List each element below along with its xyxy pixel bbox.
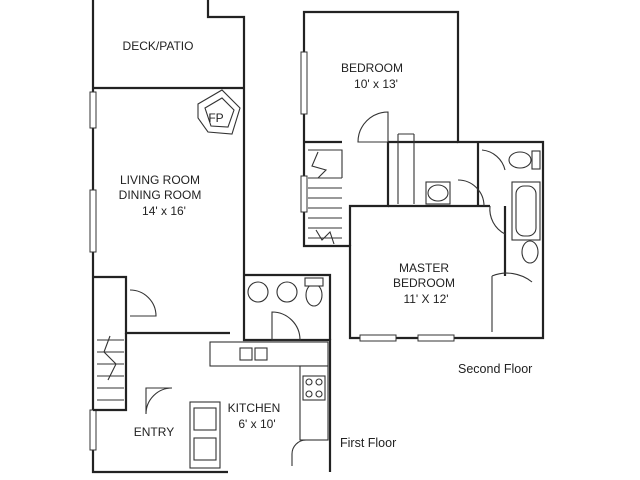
entry-door-swing (145, 387, 173, 415)
half-bath-sink-2 (276, 281, 298, 303)
closet-door-swing (129, 289, 157, 317)
hall-wall (348, 142, 390, 246)
master-label-line2: BEDROOM (393, 276, 455, 290)
kitchen-sink-right (254, 347, 268, 361)
kitchen-label: KITCHEN (228, 401, 281, 415)
half-bath-walls (244, 273, 332, 340)
stair-landing (308, 149, 343, 245)
second-floor-plan (300, 10, 545, 342)
living-window-upper (89, 91, 97, 129)
master-sink (521, 240, 539, 264)
deck-label: DECK/PATIO (123, 39, 194, 53)
bathtub-inner (515, 185, 537, 237)
living-window-lower (89, 189, 97, 253)
master-label-line1: MASTER (399, 261, 449, 275)
stove-burner-3 (305, 390, 313, 398)
second-floor-outer-walls (302, 10, 545, 340)
bedroom-label: BEDROOM (341, 61, 403, 75)
stove-burner-1 (305, 378, 313, 386)
stair-lines-second (308, 177, 342, 239)
bath-door-swing (457, 179, 485, 207)
fireplace-hearth (204, 97, 235, 128)
fireplace-label: FP (208, 111, 223, 125)
half-bath-tank (304, 277, 324, 287)
kitchen-stove (302, 375, 326, 401)
closet-wall (93, 275, 230, 335)
bedroom-size: 10' x 13' (354, 77, 398, 91)
entry-label: ENTRY (134, 425, 174, 439)
stove-burner-2 (315, 378, 323, 386)
master-size: 11' X 12' (403, 292, 448, 306)
half-bath-toilet (305, 283, 323, 307)
master-window-left (359, 334, 397, 342)
stair-window (300, 175, 308, 213)
half-bath-door-swing (271, 311, 301, 341)
master-bath-door-swing (489, 205, 506, 235)
living-label-line2: DINING ROOM (119, 188, 202, 202)
entry-partition (93, 333, 128, 412)
first-floor-outer-walls (91, 0, 332, 474)
kitchen-counter-top (209, 341, 329, 367)
closet-door-master (491, 272, 533, 332)
first-floor-caption: First Floor (340, 436, 396, 450)
half-bath-sink-1 (247, 281, 269, 303)
kitchen-size: 6' x 10' (238, 417, 275, 431)
master-window-right (417, 334, 455, 342)
entry-window (89, 409, 97, 451)
stove-burner-4 (315, 390, 323, 398)
linen-closet (397, 133, 415, 204)
master-bath-toilet (508, 151, 532, 169)
second-floor-caption: Second Floor (458, 362, 532, 376)
master-bath-tank (531, 150, 541, 170)
master-bath-door (481, 149, 506, 171)
bath-wall (476, 142, 507, 276)
dryer (193, 437, 217, 461)
first-floor-plan (89, 0, 332, 474)
living-label-line1: LIVING ROOM (120, 173, 200, 187)
bedroom-door-swing (357, 111, 389, 143)
pantry-door (291, 439, 307, 466)
living-size: 14' x 16' (142, 204, 186, 218)
washer (193, 407, 217, 431)
stair-lines-first (97, 335, 124, 401)
vanity (425, 181, 451, 205)
bath-sink (427, 184, 449, 202)
kitchen-sink-left (239, 347, 253, 361)
bedroom-window (300, 51, 308, 115)
